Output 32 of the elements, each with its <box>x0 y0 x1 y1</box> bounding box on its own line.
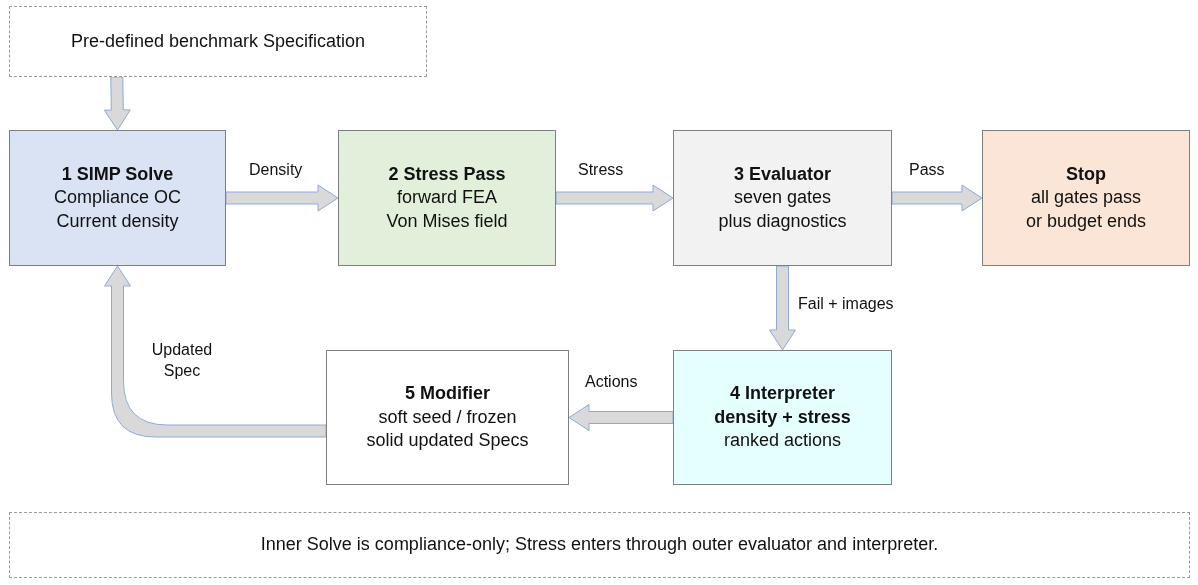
process-box <box>338 130 556 266</box>
box-title: 3 Evaluator <box>733 162 831 186</box>
box-text: soft seed / frozen solid updated Specs <box>365 405 530 453</box>
box-title: Stop <box>1066 162 1106 186</box>
box-title: 2 Stress Pass <box>388 162 506 186</box>
box-title: 1 SIMP Solve <box>61 162 174 186</box>
note-box <box>9 512 1190 578</box>
edge-label: Density <box>247 160 305 181</box>
box-text: seven gates plus diagnostics <box>717 186 848 233</box>
box-text: Inner Solve is compliance-only; Stress enters through outer evaluator and interpreter. <box>260 533 939 557</box>
process-box <box>673 130 892 266</box>
box-text: Pre-defined benchmark Specification <box>70 29 366 53</box>
block-arrow <box>225 184 339 212</box>
block-arrow <box>555 184 674 212</box>
block-arrow <box>769 265 796 351</box>
block-arrow <box>891 184 983 212</box>
block-arrow <box>104 265 327 438</box>
box-title: density + stress <box>714 405 851 429</box>
edge-label: Fail + images <box>796 294 896 315</box>
box-title: 4 Interpreter <box>729 382 835 406</box>
terminal-box <box>982 130 1190 266</box>
box-text: Compliance OC Current density <box>52 186 182 233</box>
box-text: forward FEA Von Mises field <box>385 186 509 233</box>
process-box <box>9 130 226 266</box>
block-arrow <box>568 404 674 431</box>
note-box <box>9 6 427 77</box>
box-text: all gates pass or budget ends <box>1024 186 1148 233</box>
box-title: 5 Modifier <box>405 382 490 406</box>
process-box <box>673 350 892 485</box>
block-arrow <box>103 76 131 131</box>
box-text: ranked actions <box>723 429 842 453</box>
process-box <box>326 350 569 485</box>
